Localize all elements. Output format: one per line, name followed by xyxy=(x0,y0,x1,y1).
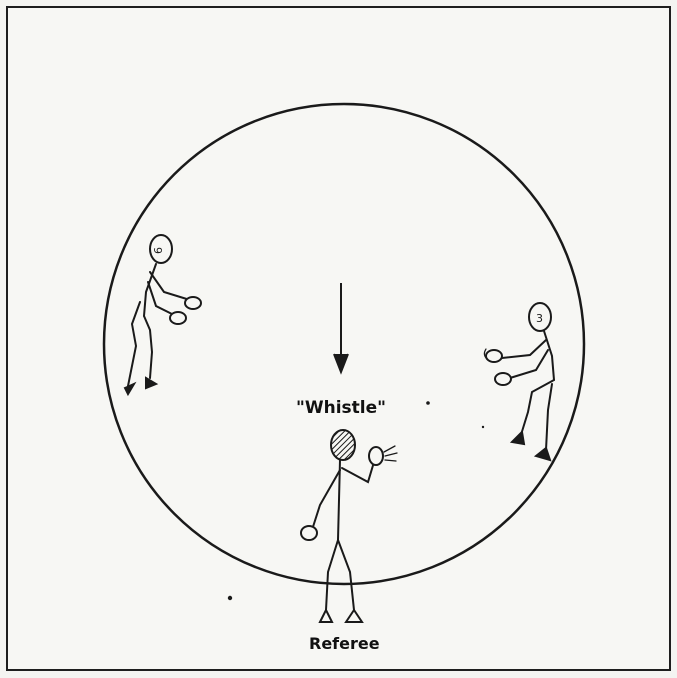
center-circle xyxy=(104,104,584,584)
left-player-figure: 6 xyxy=(125,235,201,394)
right-player-number: 3 xyxy=(536,312,543,325)
whistle-call-label: "Whistle" xyxy=(296,398,386,418)
right-player-figure: 3 xyxy=(484,303,554,460)
referee-figure xyxy=(301,430,397,622)
whistle-sound-lines xyxy=(384,446,397,461)
left-player-number: 6 xyxy=(152,247,165,254)
referee-label: Referee xyxy=(309,634,380,653)
toss-arrow xyxy=(334,283,348,372)
referee-head xyxy=(331,430,355,460)
